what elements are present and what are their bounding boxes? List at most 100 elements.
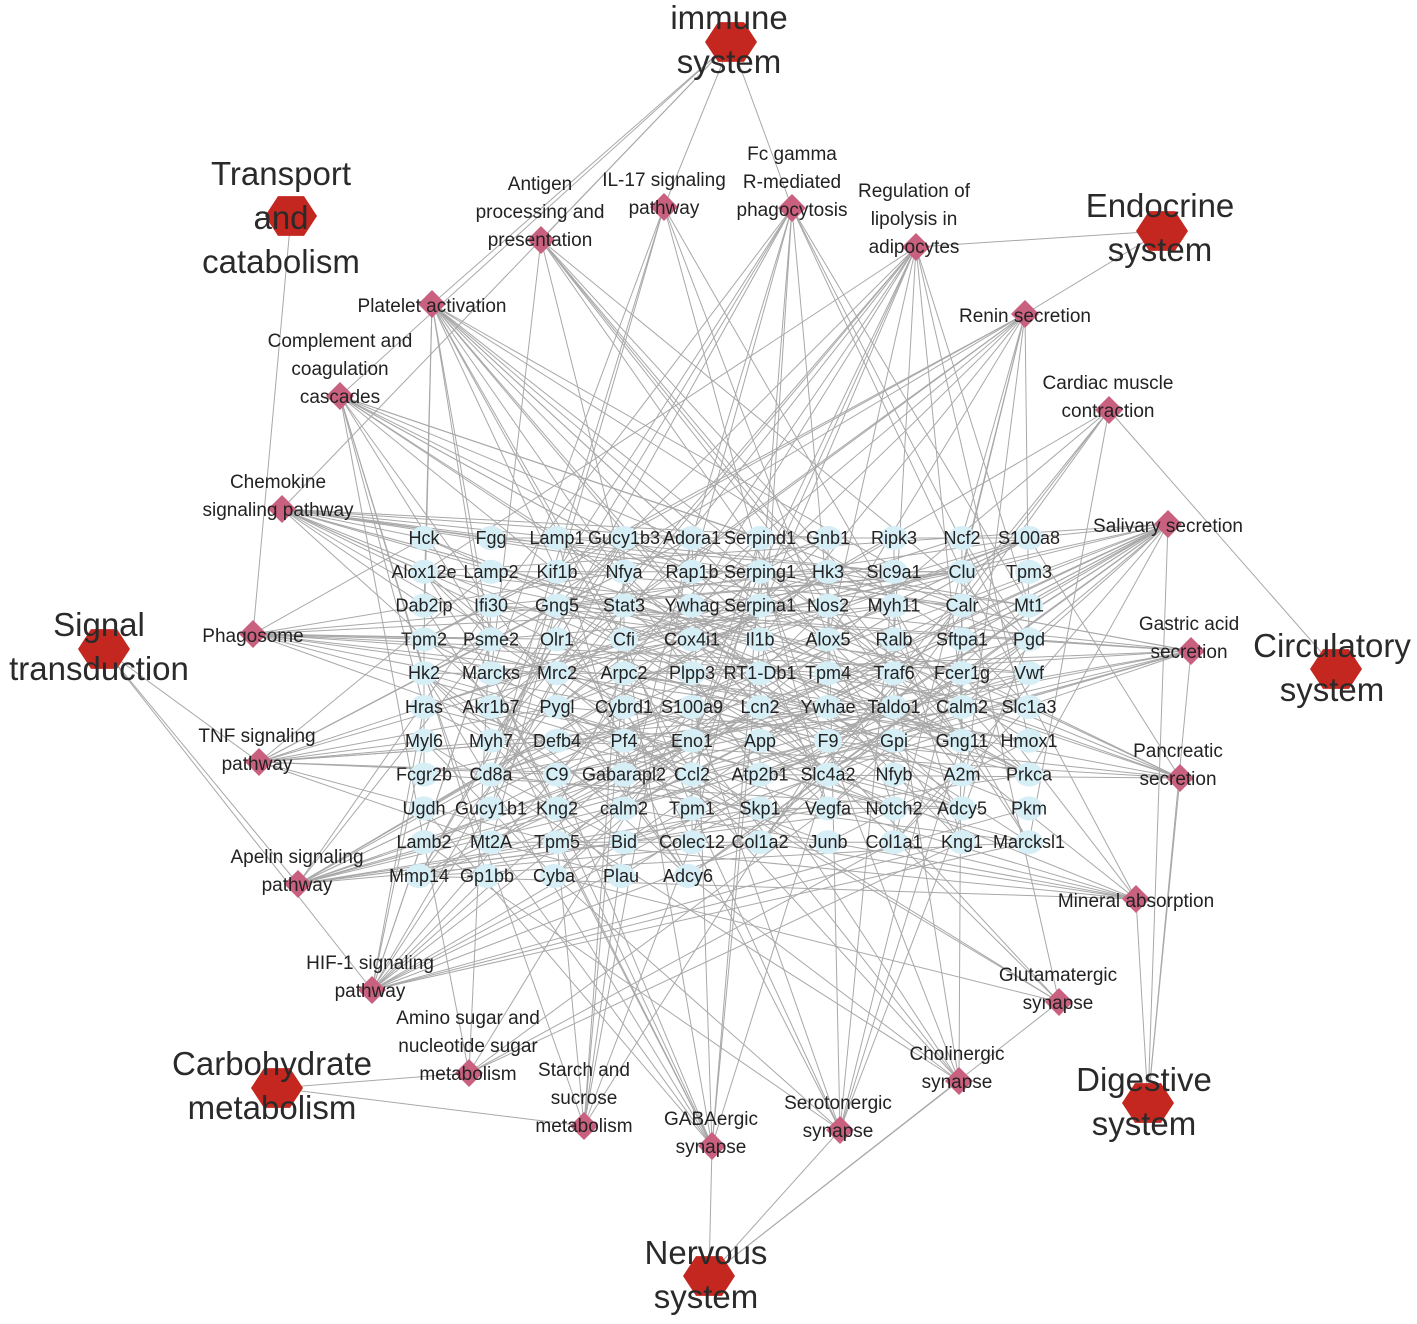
- gene-node-myh7[interactable]: [477, 728, 505, 753]
- gene-node-hmox1[interactable]: [1015, 728, 1043, 753]
- gene-node-tpm1[interactable]: [678, 796, 706, 821]
- category-node-endocrine-system[interactable]: [1136, 211, 1188, 251]
- gene-node-calm2[interactable]: [948, 695, 976, 719]
- gene-node-myl6[interactable]: [410, 728, 438, 753]
- gene-node-fgg[interactable]: [477, 526, 505, 550]
- gene-node-prkca[interactable]: [1015, 762, 1043, 787]
- gene-node-ncf2[interactable]: [948, 526, 976, 550]
- pathway-node-regulation-of-lipolysis-in-adipocytes[interactable]: [902, 233, 930, 261]
- gene-node-akr1b7[interactable]: [477, 695, 505, 719]
- pathway-node-apelin-signaling-pathway[interactable]: [284, 870, 312, 898]
- gene-node-nfya[interactable]: [610, 559, 638, 584]
- category-node-circulatory-system[interactable]: [1310, 649, 1362, 689]
- gene-node-gp1bb[interactable]: [473, 864, 501, 888]
- gene-node-rap1b[interactable]: [678, 559, 706, 584]
- gene-node-app[interactable]: [746, 728, 774, 753]
- gene-node-gng11[interactable]: [948, 728, 976, 753]
- gene-node-notch2[interactable]: [880, 796, 908, 821]
- gene-node-gucy1b1[interactable]: [477, 796, 505, 821]
- gene-node-s100a8[interactable]: [1015, 526, 1043, 550]
- gene-node-stat3[interactable]: [610, 593, 638, 618]
- category-node-carbohydrate-metabolism[interactable]: [251, 1068, 303, 1108]
- gene-node-slc9a1[interactable]: [880, 559, 908, 584]
- gene-node-cd8a[interactable]: [477, 762, 505, 787]
- gene-node-mmp14[interactable]: [405, 864, 433, 888]
- gene-node-calm2[interactable]: [610, 796, 638, 821]
- gene-node-adcy6[interactable]: [674, 864, 702, 888]
- pathway-node-phagosome[interactable]: [239, 620, 267, 648]
- pathway-node-chemokine-signaling-pathway[interactable]: [268, 495, 296, 523]
- gene-node-clu[interactable]: [948, 559, 976, 584]
- gene-node-plau[interactable]: [607, 864, 635, 888]
- gene-node-gabarapl2[interactable]: [610, 762, 638, 787]
- gene-node-olr1[interactable]: [543, 627, 571, 652]
- pathway-node-salivary-secretion[interactable]: [1154, 510, 1182, 538]
- pathway-node-starch-and-sucrose-metabolism[interactable]: [570, 1112, 598, 1140]
- pathway-node-gabaergic-synapse[interactable]: [698, 1132, 726, 1160]
- gene-node-defb4[interactable]: [543, 728, 571, 753]
- gene-node-ralb[interactable]: [880, 627, 908, 652]
- gene-node-tpm2[interactable]: [410, 627, 438, 652]
- pathway-node-platelet-activation[interactable]: [418, 290, 446, 318]
- gene-node-cyba[interactable]: [540, 864, 568, 888]
- pathway-node-pancreatic-secretion[interactable]: [1166, 764, 1194, 792]
- gene-node-ywhag[interactable]: [678, 593, 706, 618]
- gene-node-slc1a3[interactable]: [1015, 695, 1043, 719]
- gene-node-pf4[interactable]: [610, 728, 638, 753]
- pathway-node-fc-gamma-r-mediated-phagocytosis[interactable]: [778, 194, 806, 222]
- gene-node-calr[interactable]: [948, 593, 976, 618]
- gene-node-ugdh[interactable]: [410, 796, 438, 821]
- pathway-node-tnf-signaling-pathway[interactable]: [245, 748, 273, 776]
- gene-node-colec12[interactable]: [678, 830, 706, 855]
- gene-node-mrc2[interactable]: [543, 661, 571, 686]
- pathway-node-amino-sugar-and-nucleotide-sugar-metabolism[interactable]: [455, 1059, 483, 1087]
- gene-node-ripk3[interactable]: [880, 526, 908, 550]
- gene-node-alox5[interactable]: [814, 627, 842, 652]
- gene-node-arpc2[interactable]: [610, 661, 638, 686]
- pathway-node-glutamatergic-synapse[interactable]: [1045, 988, 1073, 1016]
- gene-node-gnb1[interactable]: [814, 526, 842, 550]
- gene-node-lamb2[interactable]: [410, 830, 438, 855]
- gene-node-lamp2[interactable]: [477, 559, 505, 584]
- gene-node-pgd[interactable]: [1015, 627, 1043, 652]
- pathway-node-gastric-acid-secretion[interactable]: [1177, 637, 1205, 665]
- gene-node-pygl[interactable]: [543, 695, 571, 719]
- pathway-node-complement-and-coagulation-cascades[interactable]: [326, 382, 354, 410]
- category-node-transport-and-catabolism[interactable]: [265, 196, 317, 236]
- gene-node-pkm[interactable]: [1015, 796, 1043, 821]
- gene-node-ywhae[interactable]: [814, 695, 842, 719]
- gene-node-nos2[interactable]: [814, 593, 842, 618]
- gene-node-c9[interactable]: [543, 762, 571, 787]
- pathway-node-serotonergic-synapse[interactable]: [826, 1116, 854, 1144]
- pathway-node-antigen-processing-and-presentation[interactable]: [527, 226, 555, 254]
- gene-node-hk3[interactable]: [814, 559, 842, 584]
- pathway-node-renin-secretion[interactable]: [1011, 300, 1039, 328]
- category-node-signal-transduction[interactable]: [78, 629, 130, 669]
- category-node-digestive-system[interactable]: [1122, 1083, 1174, 1123]
- gene-node-adora1[interactable]: [678, 526, 706, 550]
- gene-node-atp2b1[interactable]: [746, 762, 774, 787]
- gene-node-marcksl1[interactable]: [1015, 830, 1043, 855]
- gene-node-f9[interactable]: [814, 728, 842, 753]
- gene-node-adcy5[interactable]: [948, 796, 976, 821]
- pathway-node-hif-1-signaling-pathway[interactable]: [358, 976, 386, 1004]
- gene-node-alox12e[interactable]: [410, 559, 438, 584]
- gene-node-kif1b[interactable]: [543, 559, 571, 584]
- gene-node-taldo1[interactable]: [880, 695, 908, 719]
- gene-node-serpina1[interactable]: [746, 593, 774, 618]
- gene-node-il1b[interactable]: [746, 627, 774, 652]
- gene-node-eno1[interactable]: [678, 728, 706, 753]
- gene-node-psme2[interactable]: [477, 627, 505, 652]
- gene-node-lamp1[interactable]: [543, 526, 571, 550]
- gene-node-serping1[interactable]: [746, 559, 774, 584]
- gene-node-traf6[interactable]: [880, 661, 908, 686]
- gene-node-hk2[interactable]: [410, 661, 438, 686]
- gene-node-mt2a[interactable]: [477, 830, 505, 855]
- gene-node-dab2ip[interactable]: [410, 593, 438, 618]
- gene-node-myh11[interactable]: [880, 593, 908, 618]
- gene-node-bid[interactable]: [610, 830, 638, 855]
- gene-node-serpind1[interactable]: [746, 526, 774, 550]
- gene-node-marcks[interactable]: [477, 661, 505, 686]
- gene-node-tpm3[interactable]: [1015, 559, 1043, 584]
- gene-node-cox4i1[interactable]: [678, 627, 706, 652]
